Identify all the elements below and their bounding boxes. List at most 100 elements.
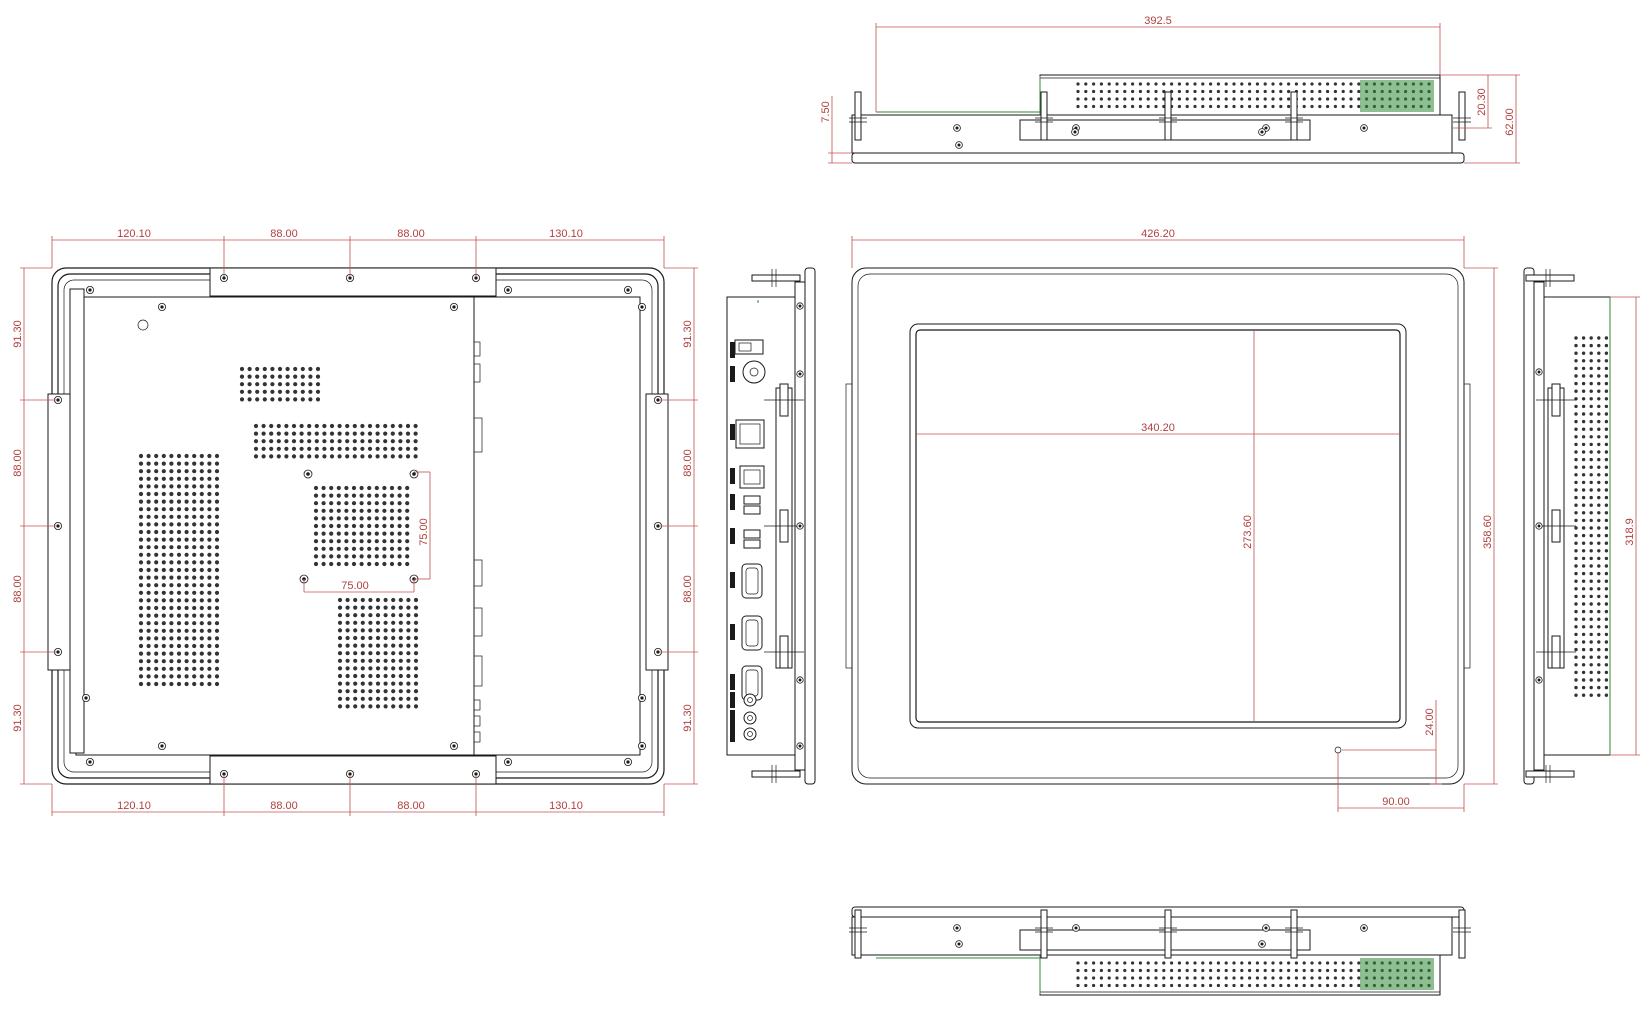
vent-hole [1597,359,1601,363]
vent-hole [192,583,197,588]
vent-hole [261,423,266,429]
vent-hole [383,628,388,633]
vent-hole [1581,526,1586,530]
screw-center [348,772,352,776]
vent-hole [321,539,326,544]
vent-hole [391,635,396,641]
vent-hole [374,554,379,559]
vent-hole [383,620,388,625]
vent-hole [390,454,395,459]
stud [854,91,862,141]
dim-right-height: 318.9 [1624,518,1636,546]
vent-hole [1604,381,1609,386]
vent-hole [1209,983,1213,988]
dim-rear-top-d: 130.10 [549,228,583,240]
vent-hole [1574,632,1578,637]
screw-center [955,926,959,930]
vent-hole [1076,82,1080,86]
vent-hole [308,389,313,394]
vent-hole [1326,104,1330,109]
rear-top-bracket [209,267,497,297]
vent-hole [368,613,373,618]
vent-hole [1099,976,1103,980]
vent-hole [169,499,174,504]
vent-hole [1597,571,1601,576]
vent-hole [1357,976,1361,980]
vent-hole [291,423,297,429]
vent-hole [398,704,403,709]
dim-top-height: 62.00 [1504,108,1516,136]
vent-hole [336,493,341,498]
vent-hole [337,673,343,679]
screw-center [798,372,802,376]
vent-hole [405,531,410,536]
vent-hole [406,620,411,625]
vent-hole [214,666,220,671]
vent-hole [352,431,357,436]
vent-hole [1581,625,1586,629]
vent-hole [1604,518,1609,523]
vent-hole [199,605,204,611]
vent-hole [1589,480,1593,485]
vent-hole [1581,587,1586,591]
vent-hole [1574,336,1578,340]
vent-hole [383,431,388,436]
vent-hole [138,469,144,474]
vent-hole [406,696,411,701]
vent-hole [321,561,326,567]
vent-hole [1240,89,1244,94]
vent-hole [169,552,174,557]
vent-hole [375,613,381,618]
vent-hole [300,382,305,387]
vent-hole [413,666,419,671]
vent-hole [1597,336,1601,340]
screw-center [957,143,961,147]
power-switch-rocker [738,342,752,352]
vent-hole [391,673,396,679]
vent-hole [1581,480,1586,485]
vent-hole [1604,632,1609,637]
vent-hole [329,485,334,491]
vent-hole [405,439,411,444]
vent-hole [336,554,341,559]
vent-hole [169,674,174,679]
vent-hole [367,554,372,559]
vent-hole [383,635,388,641]
vent-hole [161,583,166,588]
vent-hole [169,567,174,573]
vent-hole [1589,404,1593,409]
vent-hole [1604,533,1609,538]
vent-hole [1076,89,1080,94]
vent-hole [146,681,151,687]
vent-hole [261,454,266,459]
vent-hole [138,491,144,497]
screw-center [1362,926,1366,930]
vent-hole [1604,366,1609,371]
vent-hole [199,529,204,535]
vent-hole [307,454,312,459]
vent-hole [382,485,387,491]
vent-hole [1271,961,1275,965]
vent-hole [351,546,357,551]
vent-hole [329,531,334,536]
vent-hole [329,508,334,513]
rear-main-cover [75,296,475,756]
vent-hole [360,431,365,436]
vent-hole [293,389,298,394]
vent-hole [1604,419,1609,424]
vent-hole [1574,625,1578,629]
vent-hole [169,636,174,641]
vent-hole [1209,89,1213,94]
vent-hole [344,554,349,559]
vent-hole [161,636,166,641]
vent-hole [255,366,260,372]
vent-hole [1177,97,1181,101]
vent-hole [1076,104,1080,109]
vent-hole [247,382,252,387]
vent-hole [1240,968,1244,973]
vent-hole [146,522,151,527]
vent-hole [207,643,212,649]
vent-hole [1581,556,1586,561]
vent-hole [184,507,189,512]
vent-hole [391,689,396,694]
